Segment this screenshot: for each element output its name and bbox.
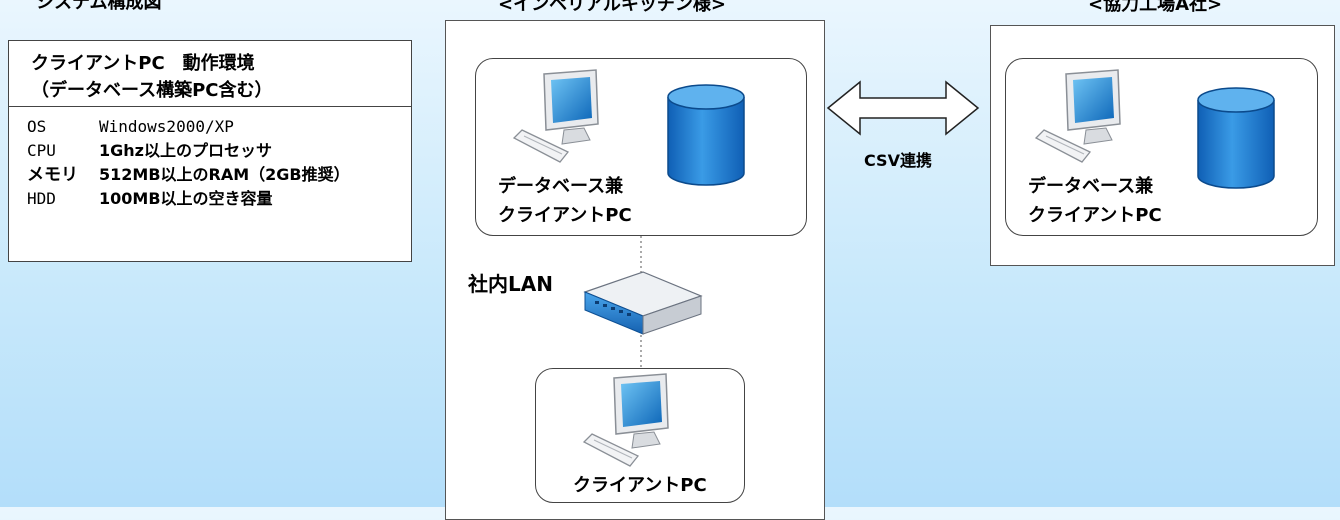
- spec-heading-line2: （データベース構築PC含む）: [31, 80, 273, 101]
- spec-row-os: OS Windows2000/XP: [27, 115, 411, 139]
- computer-icon: [512, 69, 599, 163]
- spec-key: メモリ: [27, 165, 78, 185]
- database-icon: [667, 84, 745, 186]
- computer-icon: [582, 373, 669, 467]
- spec-row-memory: メモリ 512MB以上のRAM（2GB推奨）: [27, 163, 411, 187]
- spec-heading-line1: クライアントPC 動作環境: [31, 53, 255, 74]
- lan-label: 社内LAN: [468, 272, 553, 296]
- spec-row-cpu: CPU 1Ghz以上のプロセッサ: [27, 139, 411, 163]
- spec-key: OS: [27, 117, 47, 136]
- database-icon: [1197, 87, 1275, 189]
- diagram-title: システム構成図: [36, 0, 162, 13]
- imperial-client-label: クライアントPC: [573, 475, 707, 496]
- spec-key: CPU: [27, 141, 56, 160]
- computer-icon: [1034, 69, 1121, 163]
- double-arrow-icon: [826, 80, 980, 136]
- csv-link-label: CSV連携: [864, 151, 932, 170]
- spec-box: クライアントPC 動作環境 （データベース構築PC含む） OS Windows2…: [8, 40, 412, 262]
- spec-value: Windows2000/XP: [99, 117, 234, 136]
- spec-value: 100MB以上の空き容量: [99, 189, 273, 208]
- imperial-title: <インペリアルキッチン様>: [498, 0, 726, 15]
- partner-db-label-2: クライアントPC: [1028, 205, 1162, 226]
- spec-list: OS Windows2000/XP CPU 1Ghz以上のプロセッサ メモリ 5…: [9, 107, 411, 211]
- spec-value: 512MB以上のRAM（2GB推奨）: [99, 165, 350, 184]
- spec-key: HDD: [27, 189, 56, 208]
- router-icon: [583, 271, 703, 335]
- imperial-db-label-1: データベース兼: [498, 176, 624, 197]
- spec-heading: クライアントPC 動作環境 （データベース構築PC含む）: [9, 41, 411, 107]
- partner-db-label-1: データベース兼: [1028, 176, 1154, 197]
- spec-row-hdd: HDD 100MB以上の空き容量: [27, 187, 411, 211]
- imperial-db-label-2: クライアントPC: [498, 205, 632, 226]
- partner-title: <協力工場A社>: [1088, 0, 1223, 15]
- spec-value: 1Ghz以上のプロセッサ: [99, 141, 272, 160]
